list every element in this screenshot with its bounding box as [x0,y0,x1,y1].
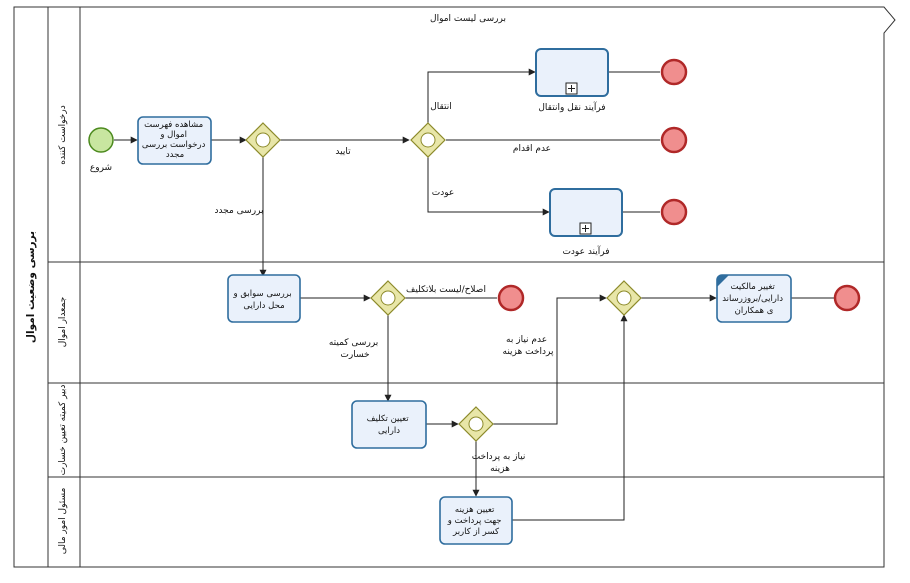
task-change-ownership-line-2: دارایی/بروزرساند [722,294,783,304]
end-event-final [833,284,861,312]
transfer-process-label: فرآیند نقل وانتقال [538,101,605,113]
task-determine-asset[interactable]: تعیین تکلیف دارایی [351,400,427,449]
script-task-marker-icon [717,275,729,287]
subprocess-return[interactable] [549,188,623,237]
gateway-1 [245,122,281,158]
task-view-list[interactable]: مشاهده فهرست اموال و درخواست بررسی مجدد [137,116,212,165]
end-event-noaction [660,126,688,154]
start-event[interactable] [88,127,114,153]
gateway-3 [370,280,406,316]
task-view-list-line-2: اموال و [159,130,187,140]
flow-label-no-payment-1: عدم نیاز به [506,335,547,345]
task-check-history[interactable]: بررسی سوابق و محل دارایی [227,274,301,323]
subprocess-transfer[interactable] [535,48,609,97]
flow-label-transfer: انتقال [430,102,452,112]
task-determine-cost-line-1: تعیین هزینه [455,505,495,515]
flow-label-no-payment-2: پرداخت هزینه [503,347,554,357]
task-determine-asset-line-1: تعیین تکلیف [367,414,410,424]
task-determine-cost[interactable]: تعیین هزینه جهت پرداخت و کسر از کاربر [439,496,513,545]
gateways[interactable] [245,122,642,442]
svg-text:مشاهده فهرست اموال و: مشاهده فهرست اموال و درخواست بررسی مجدد [142,120,208,160]
task-view-list-line-3: درخواست بررسی [142,140,206,150]
pool-title: بررسی وضعیت اموال [25,231,37,343]
svg-text:تعیین هزینه جهت پرداخت و: تعیین هزینه جهت پرداخت و کسر از کاربر [447,505,505,537]
flow-gw4-to-gw5 [493,294,607,425]
lane-labels: درخواست کننده جمعدار اموال دبیر کمیته تع… [58,105,68,554]
gateway-2 [410,122,446,158]
task-check-history-line-1: بررسی سوابق و [233,289,292,299]
task-determine-cost-line-3: کسر از کاربر [452,527,500,537]
end-event-transfer [660,58,688,86]
sequence-flows [114,68,834,521]
svg-text:تعیین تکلیف دارایی: تعیین تکلیف دارایی [367,414,412,436]
gateway-4 [458,406,494,442]
pool-header-label: بررسی لیست اموال [430,14,506,24]
return-process-label: فرآیند عودت [562,245,609,257]
flow-label-no-action: عدم اقدام [513,144,551,154]
flow-label-return: عودت [432,188,455,198]
flow-label-need-payment-2: هزینه [490,464,510,474]
lane-label-committee: دبیر کمیته تعیین خسارت [58,385,68,476]
flow-label-fix-list: اصلاح/لیست بلاتکلیف [406,285,486,295]
svg-text:عدم نیاز به پرداخت هزینه: عدم نیاز به پرداخت هزینه [503,335,554,357]
end-event-return [660,198,688,226]
lane-label-requester: درخواست کننده [58,105,68,164]
flow-label-need-payment-1: نیاز به پرداخت [472,452,526,462]
svg-text:نیاز به پرداخت هزینه: نیاز به پرداخت هزینه [472,452,529,474]
flow-labels: تایید بررسی مجدد انتقال عدم اقدام عودت ا… [214,102,554,474]
collapsed-subprocess-icon [579,222,592,235]
task-view-list-line-1: مشاهده فهرست [144,120,203,130]
flow-gw2-to-transfer [427,68,536,123]
collapsed-subprocess-icon [565,82,578,95]
task-determine-asset-line-2: دارایی [378,426,400,436]
gateway-5 [606,280,642,316]
flow-label-recheck: بررسی مجدد [214,206,263,216]
lane-label-finance: مسئول امور مالی [58,488,68,555]
task-change-ownership-line-1: تغییر مالکیت [730,282,775,292]
end-events[interactable] [497,58,861,312]
svg-text:بررسی کمیته خسارت: بررسی کمیته خسارت [329,338,381,360]
task-change-ownership[interactable]: تغییر مالکیت دارایی/بروزرساند ی همکاران [716,274,792,323]
start-label: شروع [90,163,112,173]
task-change-ownership-line-3: ی همکاران [735,306,774,316]
flow-label-confirm: تایید [335,147,351,157]
end-event-fix [497,284,525,312]
svg-text:تغییر مالکیت دارایی/بروز: تغییر مالکیت دارایی/بروزرساند ی همکاران [722,282,786,316]
task-view-list-line-4: مجدد [166,150,184,160]
task-check-history-line-2: محل دارایی [243,301,284,311]
flow-gw2-to-return [427,157,550,216]
svg-text:بررسی سوابق و محل دارایی: بررسی سوابق و محل دارایی [233,289,295,311]
flow-cost-to-gw5 [512,314,628,521]
task-determine-cost-line-2: جهت پرداخت و [447,516,502,526]
flow-label-committee-1: بررسی کمیته [329,338,378,348]
flow-label-committee-2: خسارت [340,350,369,360]
lane-label-collector: جمعدار اموال [58,297,68,348]
